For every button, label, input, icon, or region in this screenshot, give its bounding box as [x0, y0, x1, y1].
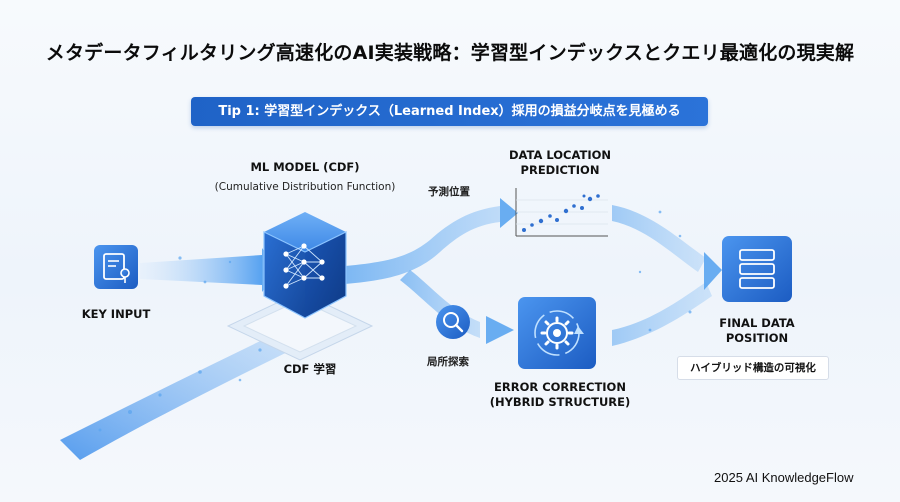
scatter-plot-icon: [515, 188, 608, 237]
gear-cycle-icon: [534, 310, 584, 356]
final-data-tile: [722, 236, 792, 302]
error-correction-label: ERROR CORRECTION (HYBRID STRUCTURE): [480, 380, 640, 410]
final-data-line2: POSITION: [725, 331, 789, 345]
tip-banner: Tip 1: 学習型インデックス（Learned Index）採用の損益分岐点を…: [191, 97, 708, 126]
key-input-label: KEY INPUT: [81, 307, 151, 321]
ml-model-sublabel: (Cumulative Distribution Function): [214, 181, 396, 193]
final-data-label: FINAL DATA POSITION: [707, 316, 807, 346]
model-platform-inner: [242, 299, 358, 353]
ml-model-label: ML MODEL (CDF): [250, 160, 360, 174]
final-data-line1: FINAL DATA: [719, 316, 795, 330]
prediction-label-line1: DATA LOCATION: [508, 148, 612, 162]
beam-input-to-model: [140, 255, 262, 285]
beam-correction-to-final: [612, 282, 712, 346]
prediction-label-line2: PREDICTION: [520, 163, 600, 177]
local-search-label: 局所探索: [427, 356, 469, 368]
magnifier-icon: [436, 305, 470, 339]
brand-footer: 2025 AI KnowledgeFlow: [714, 470, 854, 485]
neural-network-cube-icon: [263, 212, 347, 319]
cdf-learning-label: CDF 学習: [283, 362, 337, 376]
prediction-label: DATA LOCATION PREDICTION: [490, 148, 630, 178]
error-correction-tile: [518, 297, 596, 369]
database-stack-icon: [739, 249, 775, 289]
error-correction-line1: ERROR CORRECTION: [494, 380, 626, 394]
error-correction-line2: (HYBRID STRUCTURE): [489, 395, 631, 409]
beam-to-prediction: [345, 206, 500, 284]
beam-training-stream: [60, 322, 312, 460]
page-title: メタデータフィルタリング高速化のAI実装戦略：学習型インデックスとクエリ最適化の…: [45, 42, 855, 64]
prediction-position-label: 予測位置: [428, 186, 470, 198]
hybrid-visualization-badge: ハイブリッド構造の可視化: [677, 356, 829, 380]
key-document-icon: [103, 253, 130, 283]
beam-prediction-to-final: [612, 205, 706, 272]
arrow-to-prediction: [500, 198, 518, 228]
key-input-tile: [94, 245, 138, 289]
sparkle-dots: [98, 210, 692, 432]
arrow-to-final: [704, 252, 722, 290]
arrow-to-correction: [486, 316, 514, 344]
